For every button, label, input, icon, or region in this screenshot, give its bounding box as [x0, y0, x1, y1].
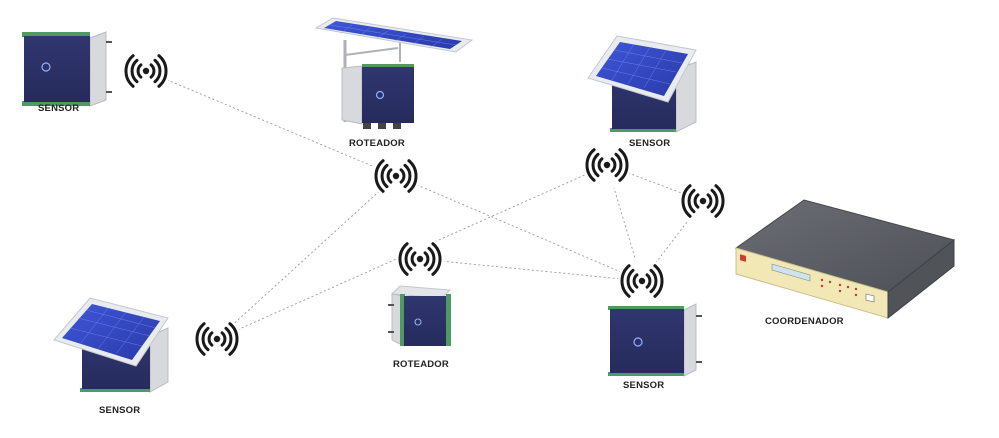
device-side [887, 238, 955, 320]
solar-grid [601, 43, 683, 89]
enclosure-rail [608, 306, 684, 310]
link-sensor-bottom-right-to-coordinator [641, 200, 704, 282]
device-logo [740, 254, 746, 262]
node-sensor-top-right[interactable] [587, 35, 697, 133]
solar-grid [69, 307, 157, 355]
label-sensor-top-right: SENSOR [629, 138, 671, 149]
link-router-top-to-sensor-bottom-left [216, 175, 397, 340]
enclosure-face [362, 67, 414, 123]
link-sensor-bottom-left-to-sensor-top-right [216, 164, 608, 340]
label-coordinator: COORDENADOR [765, 316, 844, 327]
node-coordinator[interactable] [734, 199, 956, 320]
enclosure-rail [608, 372, 684, 376]
status-leds [820, 278, 858, 297]
enclosure-rail [362, 64, 414, 68]
device-button [865, 293, 875, 303]
enclosure-face [610, 309, 684, 373]
link-router-middle-to-sensor-bottom-right [419, 258, 643, 282]
node-sensor-bottom-right[interactable] [608, 303, 702, 377]
enclosure-side [683, 303, 697, 377]
wireless-icon-layer [122, 47, 727, 363]
label-sensor-bottom-left: SENSOR [99, 405, 141, 416]
node-router-top[interactable] [314, 17, 474, 129]
enclosure-logo-icon [633, 337, 643, 347]
label-router-top: ROTEADOR [349, 138, 405, 149]
wireless-signal-icon [583, 141, 631, 189]
enclosure-rail [22, 32, 90, 37]
device-display [771, 263, 811, 282]
wireless-signal-icon [396, 235, 444, 283]
enclosure-face [24, 36, 90, 102]
enclosure-foot [393, 123, 401, 129]
enclosure-logo-icon [414, 318, 422, 326]
wireless-signal-icon [193, 315, 241, 363]
node-sensor-top-left[interactable] [22, 31, 112, 107]
solar-grid [329, 24, 457, 48]
wireless-signal-icon [372, 152, 420, 200]
enclosure-rail [80, 388, 150, 392]
enclosure-side [341, 65, 363, 125]
enclosure-side [89, 31, 107, 107]
solar-panel-cells [596, 42, 688, 96]
enclosure-rail [446, 294, 451, 346]
solar-brace [344, 47, 399, 56]
link-sensor-top-left-to-router-top [145, 70, 397, 177]
enclosure-rail [610, 128, 676, 132]
label-sensor-top-left: SENSOR [38, 103, 80, 114]
node-router-middle[interactable] [388, 285, 452, 347]
node-sensor-bottom-left[interactable] [53, 297, 169, 393]
label-router-middle: ROTEADOR [393, 359, 449, 370]
wireless-signal-icon [122, 47, 170, 95]
enclosure-rail [22, 101, 90, 106]
link-sensor-top-right-to-coordinator [606, 164, 704, 202]
wireless-signal-icon [618, 257, 666, 305]
label-sensor-bottom-right: SENSOR [623, 380, 665, 391]
enclosure-foot [378, 123, 386, 129]
enclosure-rail [400, 294, 405, 346]
enclosure-logo-icon [41, 62, 51, 72]
enclosure-foot [363, 123, 371, 129]
wireless-signal-icon [679, 177, 727, 225]
enclosure-logo-icon [375, 90, 385, 100]
enclosure-face [404, 296, 446, 346]
